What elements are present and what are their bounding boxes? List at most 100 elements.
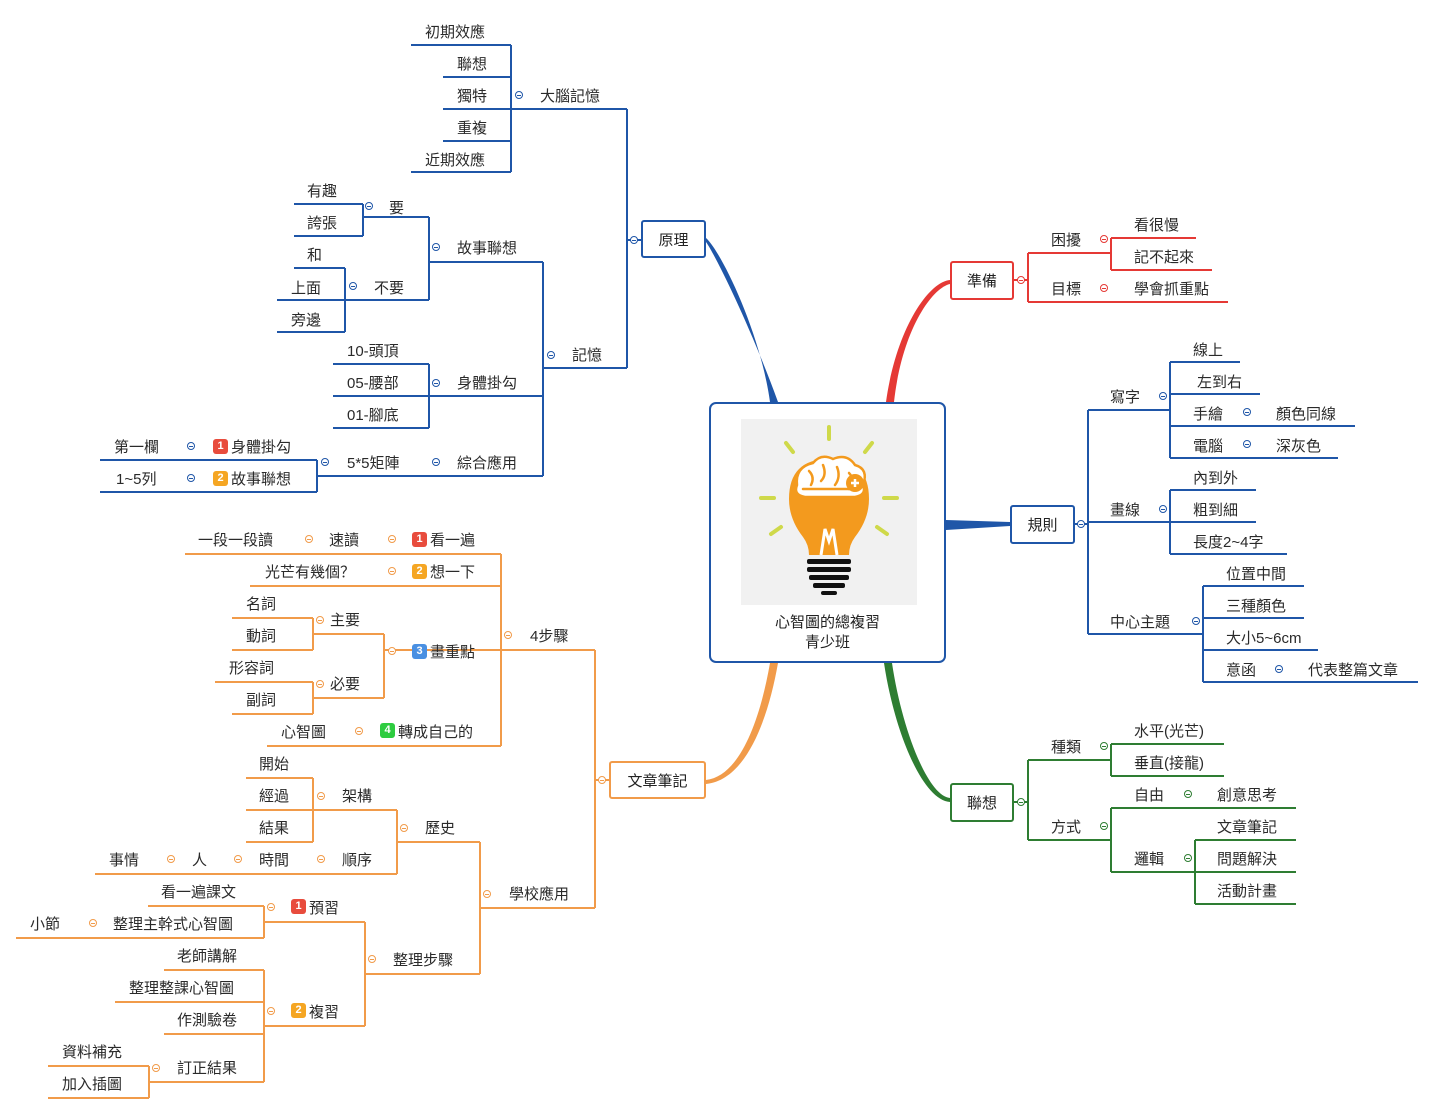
- collapse-toggle-icon[interactable]: [321, 458, 329, 466]
- collapse-toggle-icon[interactable]: [1184, 790, 1192, 798]
- item-touding[interactable]: 10-頭頂: [347, 343, 399, 360]
- collapse-toggle-icon[interactable]: [89, 919, 97, 927]
- item-neidaowai[interactable]: 內到外: [1193, 470, 1239, 487]
- topic-buyao[interactable]: 不要: [374, 280, 405, 297]
- topic-zhongxin-zhuti[interactable]: 中心主題: [1110, 614, 1171, 631]
- item-zhengli-zhengke[interactable]: 整理整課心智圖: [129, 980, 235, 997]
- item-xingrongci[interactable]: 形容詞: [229, 660, 275, 677]
- item-daxiao[interactable]: 大小5~6cm: [1226, 630, 1302, 647]
- item-yiduan-yiduan-du[interactable]: 一段一段讀: [198, 532, 274, 549]
- item-kaishi[interactable]: 開始: [259, 756, 290, 773]
- topic-juzhen[interactable]: 5*5矩陣: [347, 455, 400, 472]
- item-gushi-lianxiang[interactable]: 故事聯想: [231, 471, 292, 488]
- collapse-toggle-icon[interactable]: [234, 855, 242, 863]
- item-shuiping[interactable]: 水平(光芒): [1134, 723, 1204, 740]
- topic-zhuyao[interactable]: 主要: [330, 612, 361, 629]
- collapse-toggle-icon[interactable]: [152, 1064, 160, 1072]
- item-jingguo[interactable]: 經過: [259, 788, 290, 805]
- item-dannao-1[interactable]: 聯想: [457, 56, 488, 73]
- collapse-toggle-icon[interactable]: [317, 792, 325, 800]
- collapse-toggle-icon[interactable]: [630, 236, 638, 244]
- item-laoshi-jiangjie[interactable]: 老師講解: [177, 948, 238, 965]
- topic-xiezi[interactable]: 寫字: [1110, 389, 1141, 406]
- collapse-toggle-icon[interactable]: [1243, 408, 1251, 416]
- collapse-toggle-icon[interactable]: [1100, 284, 1108, 292]
- collapse-toggle-icon[interactable]: [1184, 854, 1192, 862]
- topic-jiyi[interactable]: 記憶: [572, 347, 603, 364]
- item-sanzhong-yanse[interactable]: 三種顏色: [1226, 598, 1287, 615]
- collapse-toggle-icon[interactable]: [483, 890, 491, 898]
- collapse-toggle-icon[interactable]: [1159, 392, 1167, 400]
- collapse-toggle-icon[interactable]: [187, 442, 195, 450]
- item-jiaru-chatu[interactable]: 加入插圖: [62, 1076, 123, 1093]
- item-yanse-tongxian[interactable]: 顏色同線: [1276, 406, 1337, 423]
- item-dannao-4[interactable]: 近期效應: [425, 152, 486, 169]
- topic-lishi[interactable]: 歷史: [425, 820, 456, 837]
- central-topic[interactable]: 心智圖的總複習 青少班: [709, 402, 946, 663]
- item-huodong-jihua[interactable]: 活動計畫: [1217, 883, 1278, 900]
- topic-kunrao[interactable]: 困擾: [1051, 232, 1082, 249]
- topic-fangshi[interactable]: 方式: [1051, 819, 1082, 836]
- collapse-toggle-icon[interactable]: [1275, 665, 1283, 673]
- collapse-toggle-icon[interactable]: [267, 903, 275, 911]
- collapse-toggle-icon[interactable]: [1100, 235, 1108, 243]
- topic-huaxian[interactable]: 畫線: [1110, 502, 1141, 519]
- item-shangmian[interactable]: 上面: [291, 280, 322, 297]
- topic-guize[interactable]: 規則: [1010, 505, 1075, 544]
- collapse-toggle-icon[interactable]: [368, 955, 376, 963]
- step-kanyibian[interactable]: 看一遍: [430, 532, 476, 549]
- collapse-toggle-icon[interactable]: [432, 243, 440, 251]
- collapse-toggle-icon[interactable]: [388, 535, 396, 543]
- item-chuizhi[interactable]: 垂直(接龍): [1134, 755, 1204, 772]
- topic-ren[interactable]: 人: [192, 852, 208, 869]
- collapse-toggle-icon[interactable]: [305, 535, 313, 543]
- item-changdu[interactable]: 長度2~4字: [1193, 534, 1264, 551]
- collapse-toggle-icon[interactable]: [267, 1007, 275, 1015]
- collapse-toggle-icon[interactable]: [1192, 617, 1200, 625]
- topic-dannao-jiyi[interactable]: 大腦記憶: [540, 88, 601, 105]
- topic-yuanli[interactable]: 原理: [641, 220, 706, 258]
- item-jiaodi[interactable]: 01-腳底: [347, 407, 399, 424]
- collapse-toggle-icon[interactable]: [1159, 505, 1167, 513]
- collapse-toggle-icon[interactable]: [167, 855, 175, 863]
- item-youqu[interactable]: 有趣: [307, 183, 338, 200]
- collapse-toggle-icon[interactable]: [400, 824, 408, 832]
- topic-gushi-lianxiang[interactable]: 故事聯想: [457, 240, 518, 257]
- topic-zonghe-yingyong[interactable]: 綜合應用: [457, 455, 518, 472]
- topic-luoji[interactable]: 邏輯: [1134, 851, 1165, 868]
- step-xiangyixia[interactable]: 想一下: [430, 564, 476, 581]
- collapse-toggle-icon[interactable]: [1077, 520, 1085, 528]
- item-zhengli-zhugan[interactable]: 整理主幹式心智圖: [113, 916, 234, 933]
- step-zhuancheng[interactable]: 轉成自己的: [398, 724, 474, 741]
- step-huazhongdian[interactable]: 畫重點: [430, 644, 476, 661]
- item-zuodaoyou[interactable]: 左到右: [1197, 374, 1243, 391]
- item-dannao-3[interactable]: 重複: [457, 120, 488, 137]
- item-wenti-jiejue[interactable]: 問題解決: [1217, 851, 1278, 868]
- topic-shenti-guagou[interactable]: 身體掛勾: [457, 375, 518, 392]
- topic-mubiao[interactable]: 目標: [1051, 281, 1082, 298]
- collapse-toggle-icon[interactable]: [187, 474, 195, 482]
- topic-zhonglei[interactable]: 種類: [1051, 739, 1082, 756]
- item-yihan[interactable]: 意函: [1226, 662, 1257, 679]
- collapse-toggle-icon[interactable]: [349, 282, 357, 290]
- collapse-toggle-icon[interactable]: [365, 202, 373, 210]
- collapse-toggle-icon[interactable]: [1017, 798, 1025, 806]
- item-kuazhang[interactable]: 誇張: [307, 215, 338, 232]
- item-diyilan[interactable]: 第一欄: [114, 439, 160, 456]
- collapse-toggle-icon[interactable]: [432, 458, 440, 466]
- topic-wenzhang-biji[interactable]: 文章筆記: [609, 761, 706, 799]
- topic-yuxi[interactable]: 預習: [309, 900, 340, 917]
- item-kanhenman[interactable]: 看很慢: [1134, 217, 1180, 234]
- collapse-toggle-icon[interactable]: [1243, 440, 1251, 448]
- item-xiaojie[interactable]: 小節: [30, 916, 61, 933]
- topic-sibuzhou[interactable]: 4步驟: [530, 628, 569, 645]
- topic-dingzheng-jieguo[interactable]: 訂正結果: [177, 1060, 238, 1077]
- item-weizhi-zhongjian[interactable]: 位置中間: [1226, 566, 1287, 583]
- collapse-toggle-icon[interactable]: [1017, 276, 1025, 284]
- item-cudaoxi[interactable]: 粗到細: [1193, 502, 1239, 519]
- item-shouhui[interactable]: 手繪: [1193, 406, 1224, 423]
- item-he[interactable]: 和: [307, 247, 323, 264]
- collapse-toggle-icon[interactable]: [547, 351, 555, 359]
- topic-shunxu[interactable]: 順序: [342, 852, 373, 869]
- collapse-toggle-icon[interactable]: [515, 91, 523, 99]
